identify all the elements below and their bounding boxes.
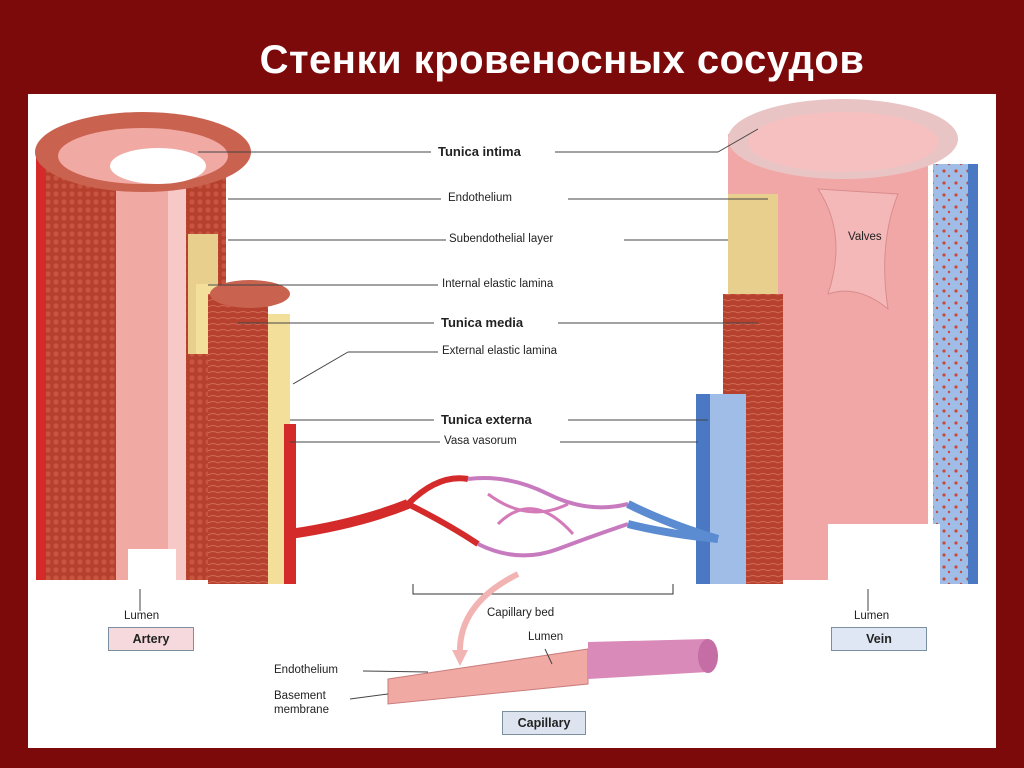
slide-title: Стенки кровеносных сосудов	[259, 38, 865, 82]
label-lumen-artery: Lumen	[124, 610, 160, 622]
label-tunica-intima: Tunica intima	[438, 144, 521, 159]
label-basement-membrane-line2: membrane	[274, 704, 329, 716]
label-tunica-media: Tunica media	[441, 315, 524, 330]
artery-box: Artery	[108, 627, 194, 651]
label-lumen-capillary: Lumen	[528, 631, 564, 643]
artery-illustration	[35, 112, 296, 589]
label-vasa-vasorum: Vasa vasorum	[444, 435, 517, 447]
vessel-diagram	[35, 99, 978, 705]
vein-box: Vein	[831, 627, 927, 651]
label-capillary-bed: Capillary bed	[487, 607, 555, 619]
label-subendothelial-layer: Subendothelial layer	[449, 233, 554, 245]
capillary-illustration	[387, 639, 718, 705]
label-external-elastic-lamina: External elastic lamina	[442, 345, 558, 357]
capillary-box: Capillary	[502, 711, 586, 735]
leader-lines	[139, 128, 869, 700]
capillary-bed-illustration	[289, 475, 720, 666]
label-endothelium-capillary: Endothelium	[274, 664, 338, 676]
label-valves: Valves	[848, 231, 882, 243]
label-tunica-externa: Tunica externa	[441, 412, 532, 427]
vein-illustration	[696, 99, 978, 584]
label-basement-membrane-line1: Basement	[274, 690, 326, 702]
diagram-panel: Tunica intima Endothelium Subendothelial…	[28, 94, 996, 748]
label-lumen-vein: Lumen	[854, 610, 890, 622]
label-endothelium: Endothelium	[448, 192, 512, 204]
label-internal-elastic-lamina: Internal elastic lamina	[442, 278, 554, 290]
